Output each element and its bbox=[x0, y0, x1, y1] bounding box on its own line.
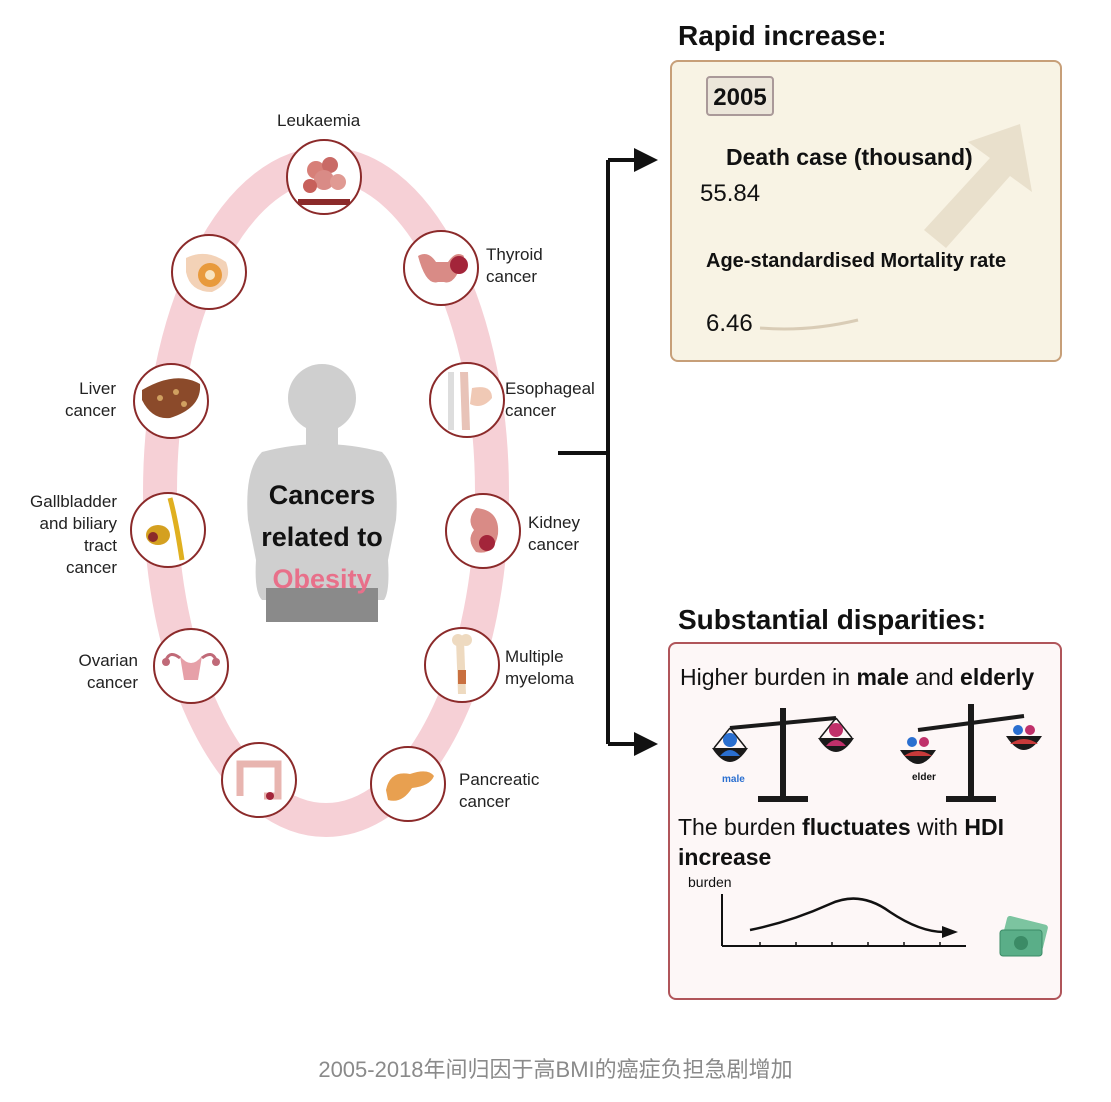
myeloma-label-line1: Multiple bbox=[505, 647, 564, 666]
leukaemia-icon bbox=[286, 139, 362, 215]
gallbladder-label-line1: Gallbladder bbox=[30, 492, 117, 511]
death-label: Death case (thousand) bbox=[726, 144, 973, 170]
obesity-cancer-diagram bbox=[130, 139, 521, 837]
fluct-pre: The burden bbox=[678, 814, 803, 840]
pancreas-icon bbox=[370, 746, 446, 822]
ovarian-icon bbox=[153, 628, 229, 704]
figure-caption: 2005-2018年间归因于高BMI的癌症负担急剧增加 bbox=[318, 1057, 793, 1082]
liver-label-line1: Liver bbox=[79, 379, 116, 398]
center-title-line2: related to bbox=[261, 522, 383, 552]
money-icon bbox=[999, 916, 1048, 957]
fluct-bold: fluctuates bbox=[802, 814, 911, 840]
esophageal-label: Esophageal cancer bbox=[505, 378, 595, 422]
pancreatic-label: Pancreatic cancer bbox=[459, 769, 539, 813]
gallbladder-label-line4: cancer bbox=[65, 558, 117, 577]
connector-arrows bbox=[558, 148, 658, 756]
pancreatic-label-line1: Pancreatic bbox=[459, 770, 540, 789]
liver-label: Liver cancer bbox=[40, 378, 116, 422]
burden-and: and bbox=[908, 664, 961, 690]
thyroid-label: Thyroid cancer bbox=[486, 244, 543, 288]
fluctuates-line2: increase bbox=[678, 842, 1058, 872]
mortality-label: Age-standardised Mortality rate bbox=[706, 250, 1007, 272]
esophageal-icon bbox=[429, 362, 505, 438]
esophageal-label-line2: cancer bbox=[505, 401, 557, 420]
pancreatic-label-line2: cancer bbox=[459, 792, 511, 811]
fluct-increase: increase bbox=[678, 844, 772, 870]
kidney-label: Kidney cancer bbox=[528, 512, 580, 556]
scale-elder-label: elder bbox=[912, 772, 936, 783]
gallbladder-label: Gallbladder and biliary tract cancer bbox=[10, 491, 117, 579]
ovarian-label: Ovarian cancer bbox=[40, 650, 138, 694]
death-value: 55.84 bbox=[700, 180, 761, 207]
center-title: Cancers related to Obesity bbox=[232, 474, 412, 600]
burden-text: Higher burden in bbox=[680, 664, 857, 690]
fluctuates-sentence: The burden fluctuates with HDI increase bbox=[678, 812, 1058, 872]
breast-icon bbox=[171, 234, 247, 310]
kidney-label-line1: Kidney bbox=[528, 513, 580, 532]
ovarian-label-line1: Ovarian bbox=[78, 651, 138, 670]
colorectal-icon bbox=[221, 742, 297, 818]
center-title-obesity: Obesity bbox=[272, 564, 372, 594]
scale-elder-icon bbox=[900, 704, 1042, 802]
fluctuates-line1: The burden fluctuates with HDI bbox=[678, 812, 1058, 842]
scale-male-label: male bbox=[722, 774, 745, 785]
disparities-heading: Substantial disparities: bbox=[678, 604, 987, 635]
thyroid-label-line1: Thyroid bbox=[486, 245, 543, 264]
rapid-increase-box: 2005 Death case (thousand) 55.84 Age-sta… bbox=[670, 60, 1062, 362]
liver-label-line2: cancer bbox=[64, 401, 116, 420]
burden-male: male bbox=[856, 664, 909, 690]
up-arrow-icon bbox=[924, 124, 1032, 248]
burden-sentence: Higher burden in male and elderly bbox=[680, 664, 1034, 691]
gallbladder-label-line2: and biliary bbox=[39, 514, 118, 533]
gallbladder-icon bbox=[130, 492, 206, 568]
disparities-box: Higher burden in male and elderly male e… bbox=[668, 642, 1062, 1000]
scale-male-icon bbox=[712, 708, 854, 802]
year-badge: 2005 bbox=[706, 76, 774, 116]
myeloma-label: Multiple myeloma bbox=[505, 646, 574, 690]
burden-curve bbox=[721, 894, 966, 947]
mortality-value: 6.46 bbox=[706, 310, 753, 337]
leukaemia-label: Leukaemia bbox=[277, 111, 361, 130]
myeloma-label-line2: myeloma bbox=[505, 669, 574, 688]
rapid-heading: Rapid increase: bbox=[678, 20, 887, 51]
thyroid-label-line2: cancer bbox=[486, 267, 538, 286]
center-title-line1: Cancers bbox=[268, 480, 376, 510]
liver-icon bbox=[133, 363, 209, 439]
fluct-mid: with bbox=[910, 814, 965, 840]
myeloma-icon bbox=[424, 627, 500, 703]
esophageal-label-line1: Esophageal bbox=[505, 379, 595, 398]
arrow-head-bottom bbox=[634, 732, 658, 756]
gallbladder-label-line3: tract bbox=[83, 536, 117, 555]
burden-axis-label: burden bbox=[688, 874, 732, 890]
person-silhouette bbox=[247, 364, 397, 622]
burden-elderly: elderly bbox=[960, 664, 1035, 690]
arrow-head-top bbox=[634, 148, 658, 172]
fluct-hdi: HDI bbox=[964, 814, 1004, 840]
trend-swoosh bbox=[759, 318, 859, 331]
kidney-label-line2: cancer bbox=[528, 535, 580, 554]
kidney-icon bbox=[445, 493, 521, 569]
ovarian-label-line2: cancer bbox=[86, 673, 138, 692]
thyroid-icon bbox=[403, 230, 479, 306]
